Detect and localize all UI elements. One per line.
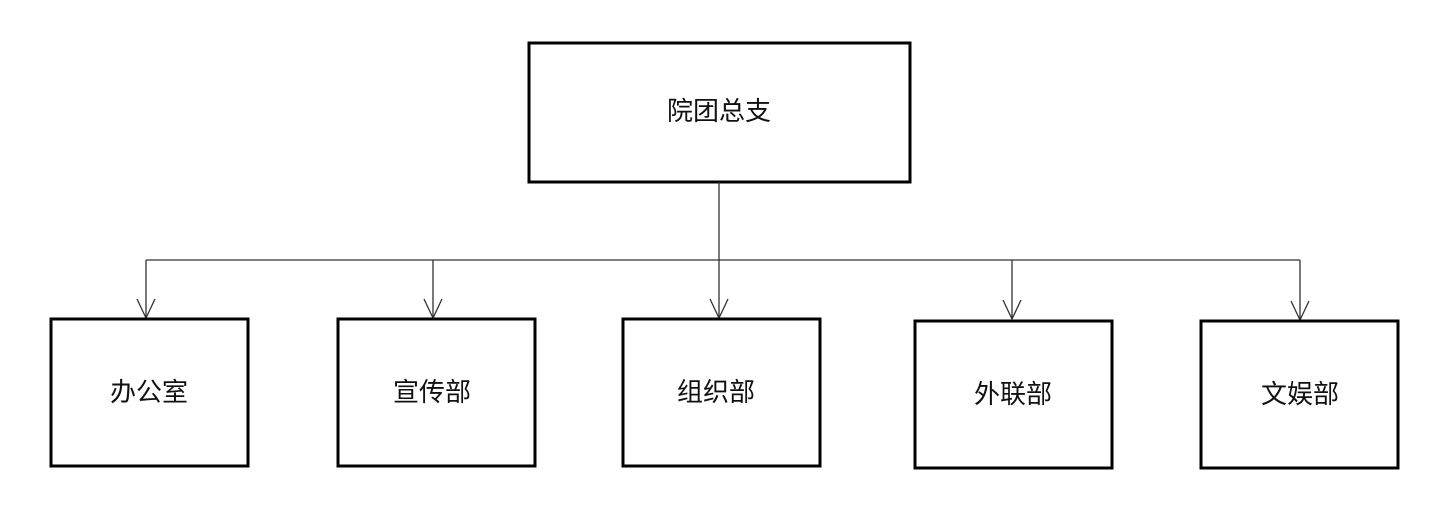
child-node-3: 组织部 <box>621 317 822 468</box>
child-node-5: 文娱部 <box>1199 319 1400 470</box>
root-node-box <box>527 41 912 184</box>
arrowhead-4 <box>1002 299 1022 321</box>
child-node-3-label: 组织部 <box>677 378 755 408</box>
child-node-4-label: 外联部 <box>974 380 1052 410</box>
child-node-4: 外联部 <box>913 319 1114 470</box>
root-node-label: 院团总支 <box>667 97 771 127</box>
child-node-1-label: 办公室 <box>110 378 188 408</box>
child-node-1-box <box>49 317 250 468</box>
child-node-3-box <box>621 317 822 468</box>
connectors <box>136 182 1310 322</box>
child-node-5-box <box>1199 319 1400 470</box>
child-node-2: 宣传部 <box>336 317 537 468</box>
child-node-5-label: 文娱部 <box>1261 380 1339 410</box>
child-node-1: 办公室 <box>49 317 250 468</box>
root-node: 院团总支 <box>527 41 912 184</box>
child-node-4-box <box>913 319 1114 470</box>
child-node-2-box <box>336 317 537 468</box>
child-node-2-label: 宣传部 <box>393 378 471 408</box>
